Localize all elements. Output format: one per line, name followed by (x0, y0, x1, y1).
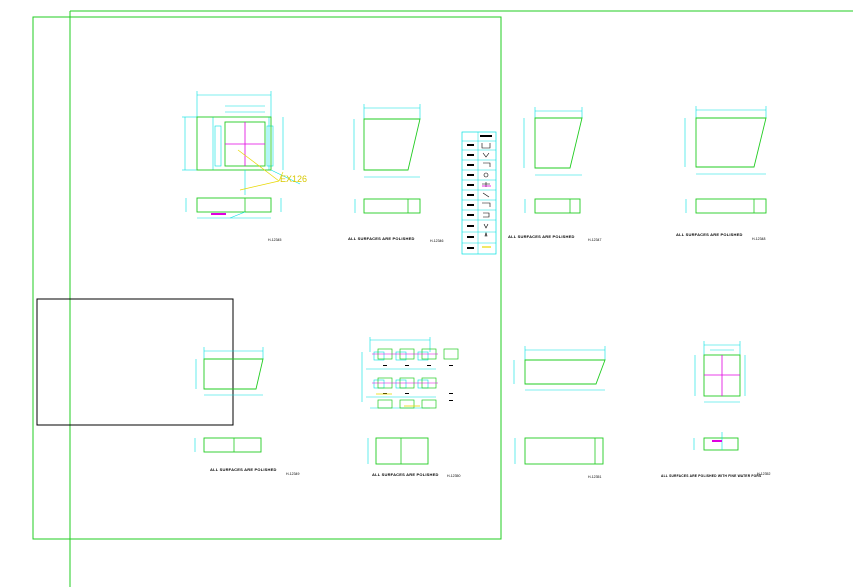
surface-note-part-8: ALL SURFACES ARE POLISHED WITH FINE WATE… (661, 474, 762, 478)
part-code-2: H-12346 (430, 239, 444, 243)
surface-note-part-6: ALL SURFACES ARE POLISHED (372, 472, 439, 477)
part-8 (693, 341, 746, 451)
ex126-callout: EX126 (280, 174, 308, 184)
part-4 (684, 106, 767, 214)
part-6-assembly (361, 337, 459, 465)
part-code-4: H-12348 (752, 237, 766, 241)
surface-note-part-3: ALL SURFACES ARE POLISHED (508, 234, 575, 239)
surface-note-part-2: ALL SURFACES ARE POLISHED (348, 236, 415, 241)
part-5 (194, 347, 264, 453)
part-1-side-view (185, 197, 282, 219)
part-code-5: H-12349 (286, 472, 300, 476)
sheet-border (32, 16, 502, 540)
surface-note-part-5: ALL SURFACES ARE POLISHED (210, 467, 277, 472)
selection-rectangle[interactable] (36, 298, 234, 426)
part-code-8: H-12352 (757, 472, 771, 476)
part-7 (513, 346, 606, 465)
part-1-top-view (182, 91, 301, 195)
part-3 (523, 107, 583, 214)
part-code-1: H-12345 (268, 238, 282, 242)
legend-table (461, 131, 497, 255)
part-code-3: H-12347 (588, 238, 602, 242)
surface-note-part-4: ALL SURFACES ARE POLISHED (676, 232, 743, 237)
part-code-7: H-12351 (588, 475, 602, 479)
part-2 (353, 104, 421, 214)
part-code-6: H-12350 (447, 474, 461, 478)
